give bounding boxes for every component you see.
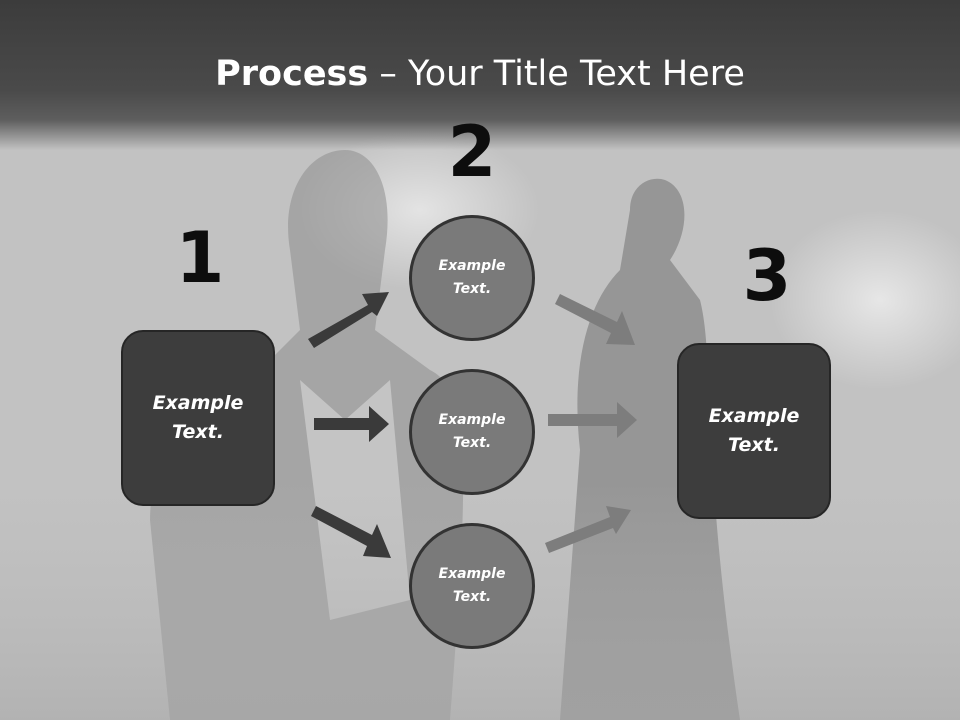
title-rest: – Your Title Text Here [368, 54, 745, 94]
process-box-end[interactable]: Example Text. [677, 343, 831, 519]
process-box-start-text: Example Text. [138, 389, 258, 447]
title-bar [0, 0, 960, 150]
circle-2-line2: Text. [452, 435, 492, 451]
circle-1-text: Example Text. [424, 255, 520, 301]
circle-2-line1: Example [438, 412, 506, 428]
circle-1-line2: Text. [452, 281, 492, 297]
process-circle-2[interactable]: Example Text. [409, 369, 535, 495]
box-start-line2: Text. [172, 421, 224, 443]
process-circle-3[interactable]: Example Text. [409, 523, 535, 649]
step-number-3: 3 [742, 235, 792, 317]
circle-1-line1: Example [438, 258, 506, 274]
step-number-1: 1 [175, 217, 225, 299]
arrow-to-circle-2 [314, 406, 389, 442]
arrow-to-circle-3 [311, 506, 391, 558]
box-end-line2: Text. [728, 434, 780, 456]
circle-2-text: Example Text. [424, 409, 520, 455]
process-circle-1[interactable]: Example Text. [409, 215, 535, 341]
arrow-to-circle-1 [308, 292, 389, 348]
step-number-2: 2 [447, 111, 497, 193]
box-start-line1: Example [152, 392, 244, 414]
circle-3-text: Example Text. [424, 563, 520, 609]
process-box-end-text: Example Text. [694, 402, 814, 460]
circle-3-line1: Example [438, 566, 506, 582]
slide-title: Process – Your Title Text Here [0, 52, 960, 96]
arrow-from-circle-3 [545, 506, 631, 553]
arrow-from-circle-1 [555, 294, 635, 345]
circle-3-line2: Text. [452, 589, 492, 605]
box-end-line1: Example [708, 405, 800, 427]
process-box-start[interactable]: Example Text. [121, 330, 275, 506]
title-bold: Process [215, 54, 369, 94]
arrow-from-circle-2 [548, 402, 637, 438]
